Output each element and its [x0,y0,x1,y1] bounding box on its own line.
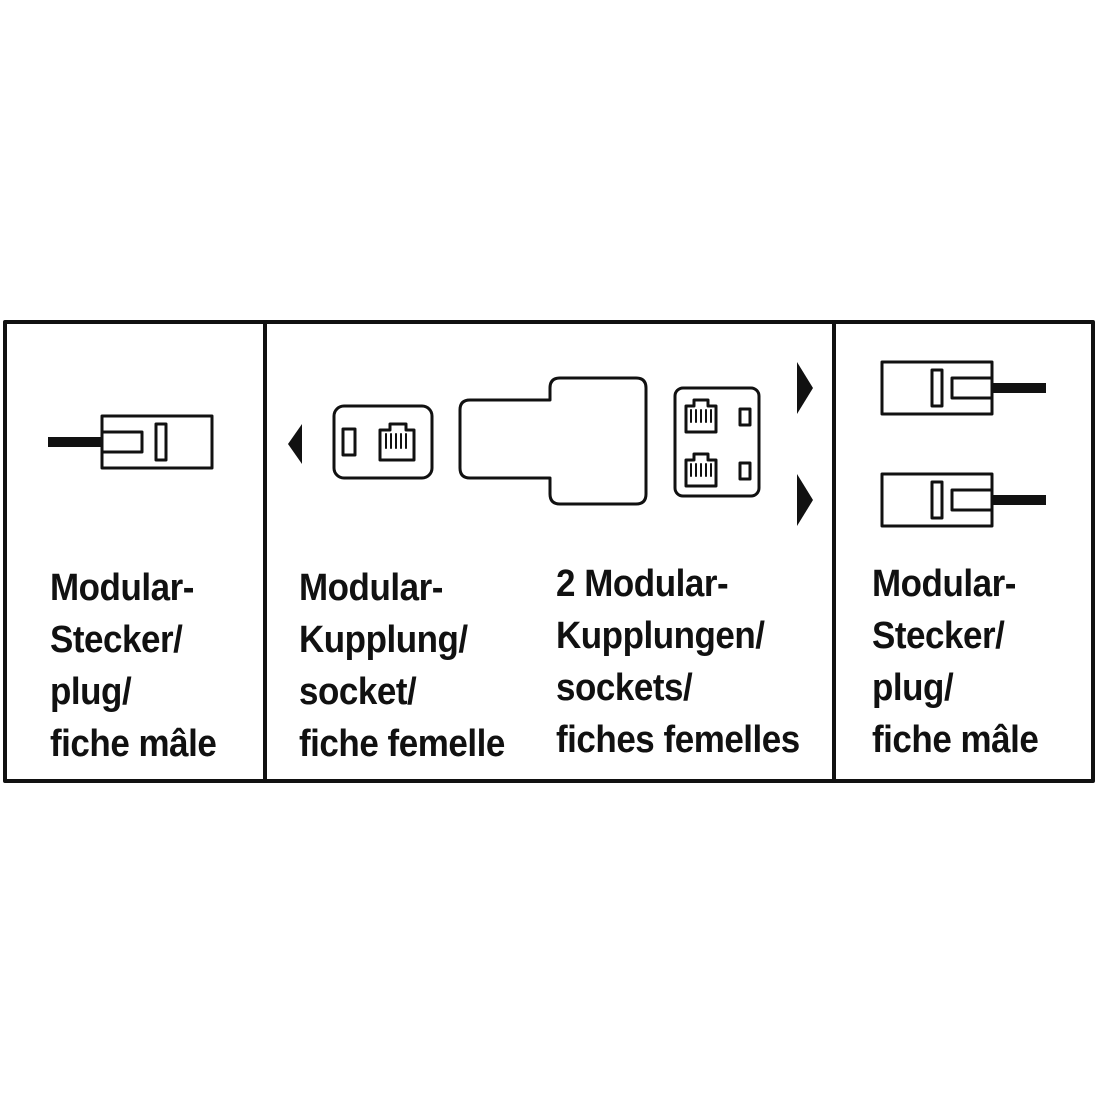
panel-2-line-1: Modular- [299,567,443,609]
panel-4-line-1: Modular- [872,563,1016,605]
modular-plug-icon [48,414,214,470]
arrow-left-icon [288,424,302,464]
modular-plug-top-icon [880,360,1046,416]
arrow-right-bottom-icon [797,474,813,526]
panel-2-line-3: socket/ [299,671,417,713]
panel-3-line-4: fiches femelles [556,719,800,761]
diagram-border [3,320,1095,783]
panel-4-line-3: plug/ [872,667,954,709]
modular-plug-bottom-icon [880,472,1046,528]
panel-2-line-2: Kupplung/ [299,619,468,661]
panel-4-label: Modular- Stecker/ plug/ fiche mâle [872,558,1039,766]
panel-3-line-3: sockets/ [556,667,693,709]
panel-2-line-4: fiche femelle [299,723,505,765]
modular-socket-icon [332,404,434,480]
panel-3-line-1: 2 Modular- [556,563,729,605]
panel-1-line-1: Modular- [50,567,194,609]
panel-3-label: 2 Modular- Kupplungen/ sockets/ fiches f… [556,558,800,766]
panel-2-label: Modular- Kupplung/ socket/ fiche femelle [299,562,505,770]
arrow-right-top-icon [797,362,813,414]
panel-1-label: Modular- Stecker/ plug/ fiche mâle [50,562,217,770]
panel-3-line-2: Kupplungen/ [556,615,765,657]
panel-1-line-2: Stecker/ [50,619,183,661]
panel-4-line-4: fiche mâle [872,719,1039,761]
dual-modular-socket-icon [458,376,761,506]
two-modular-plugs-icon [880,360,1046,528]
panel-1-line-3: plug/ [50,671,132,713]
panel-1-line-4: fiche mâle [50,723,217,765]
panel-4-line-2: Stecker/ [872,615,1005,657]
